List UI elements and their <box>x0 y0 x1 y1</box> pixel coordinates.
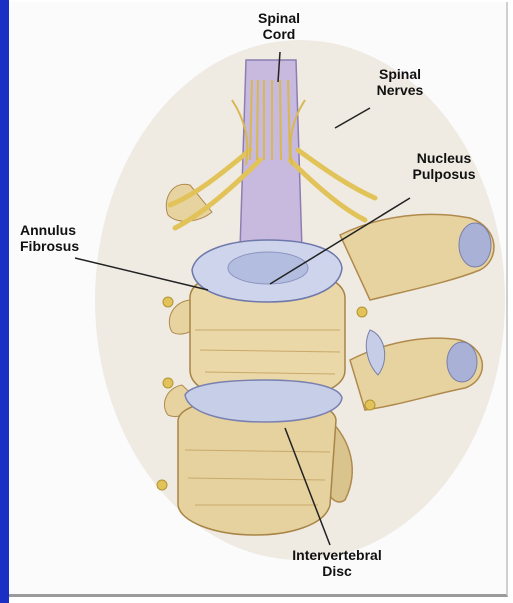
top-disc <box>192 240 342 302</box>
label-spinal-cord: Spinal Cord <box>246 10 312 42</box>
label-spinal-nerves: Spinal Nerves <box>360 66 440 98</box>
label-annulus-fibrosus: Annulus Fibrosus <box>20 222 116 254</box>
label-intervertebral-disc: Intervertebral Disc <box>262 547 412 579</box>
label-nucleus-pulposus: Nucleus Pulposus <box>396 150 492 182</box>
